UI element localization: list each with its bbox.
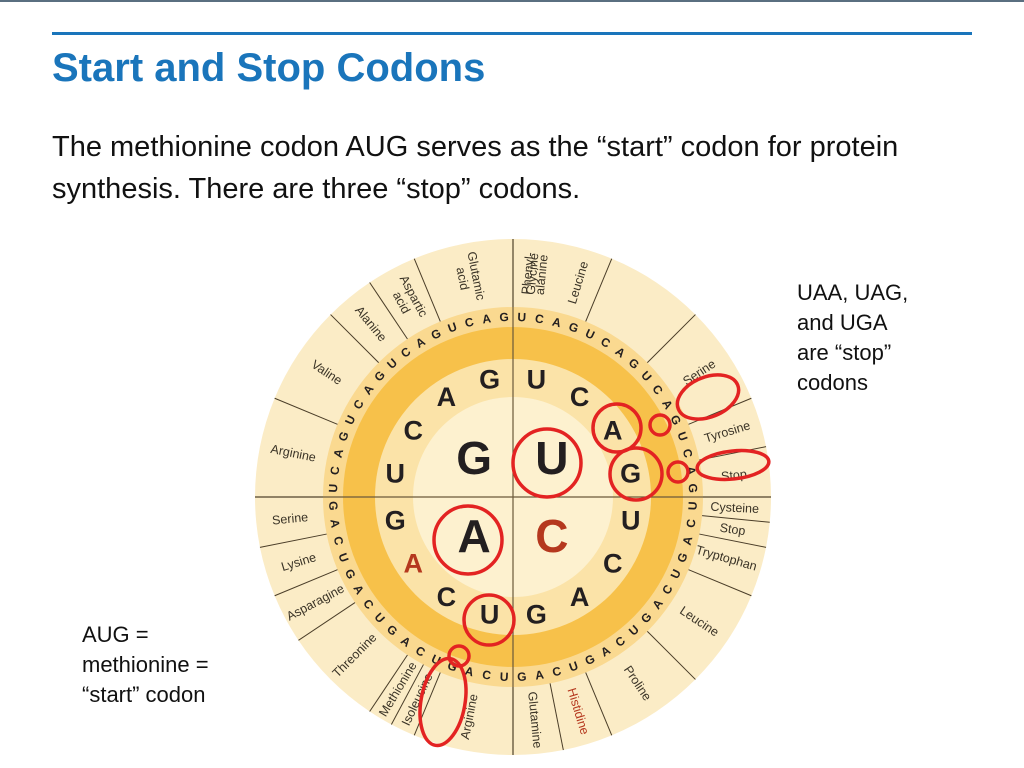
- third-base-letter: A: [680, 535, 696, 547]
- highlight-circles: [418, 373, 771, 748]
- amino-acid-divider: [298, 602, 356, 641]
- third-base-letter: A: [534, 667, 545, 682]
- third-base-letter: C: [331, 535, 347, 547]
- amino-acid-label: Stop: [719, 521, 747, 539]
- second-base-letter: A: [570, 582, 590, 612]
- stop-label-circle: [675, 373, 741, 421]
- second-base-A-circle: [591, 402, 643, 454]
- second-base-U-circle: [462, 593, 516, 647]
- first-base-letter: G: [456, 432, 492, 484]
- first-base-letter: U: [535, 432, 568, 484]
- start-codon-note: AUG = methionine = “start” codon: [82, 622, 209, 707]
- amino-acid-divider: [369, 654, 408, 712]
- third-base-letter: G: [567, 319, 581, 335]
- amino-acid-divider: [549, 683, 564, 751]
- stop-codons-note: UAA, UAG, and UGA are “stop” codons: [797, 280, 909, 395]
- third-base-letter: C: [463, 314, 475, 330]
- amino-acid-divider: [646, 630, 696, 680]
- third-base-letter: A: [683, 465, 698, 476]
- amino-acid-label: Cysteine: [710, 500, 759, 516]
- amino-acid-label: Glycine: [524, 252, 542, 295]
- second-base-letter: A: [403, 549, 423, 579]
- second-base-letter: A: [603, 415, 623, 445]
- amino-acid-divider: [413, 258, 441, 322]
- second-base-letter: G: [620, 459, 641, 489]
- third-base-letter: C: [551, 664, 563, 680]
- third-base-letter: G: [335, 430, 351, 444]
- third-base-G-circle: [648, 413, 672, 437]
- third-base-letter: A: [463, 664, 475, 680]
- top-border: [0, 0, 1024, 2]
- first-base-A-circle: [432, 504, 504, 576]
- amino-acid-divider: [585, 672, 613, 736]
- second-base-letter: U: [527, 364, 547, 394]
- third-base-letter: A: [331, 447, 347, 459]
- third-base-letter: U: [326, 483, 340, 492]
- amino-acid-label: Phenyl-alanine: [519, 252, 551, 297]
- third-base-letter: U: [517, 310, 526, 324]
- title-rule: [52, 32, 972, 35]
- second-base-letter: C: [603, 549, 623, 579]
- third-base-letter: G: [686, 483, 700, 493]
- amino-acid-divider: [585, 258, 613, 322]
- first-base-letter: A: [457, 510, 490, 562]
- second-base-letter: G: [385, 505, 406, 535]
- second-base-letter: U: [480, 600, 500, 630]
- amino-acid-divider: [413, 672, 441, 736]
- amino-acid-divider: [330, 314, 380, 364]
- stop-label-circle: [695, 448, 771, 482]
- third-base-letter: C: [683, 518, 698, 529]
- amino-acid-divider: [702, 515, 770, 523]
- amino-acid-divider: [274, 569, 338, 597]
- third-base-letter: U: [686, 501, 700, 510]
- second-base-letter: C: [403, 415, 423, 445]
- third-base-letter: U: [499, 670, 508, 684]
- third-base-letter: C: [534, 311, 545, 326]
- slide-body-text: The methionine codon AUG serves as the “…: [52, 131, 899, 205]
- third-base-letter: C: [327, 465, 342, 476]
- third-base-letter: A: [327, 518, 342, 529]
- methionine-label-circle: [418, 656, 468, 748]
- second-base-letter: C: [570, 382, 590, 412]
- second-base-letter: G: [526, 600, 547, 630]
- second-base-letter: C: [437, 582, 457, 612]
- second-base-letter: U: [386, 459, 406, 489]
- first-base-U-circle: [511, 427, 583, 499]
- third-base-letter: A: [481, 311, 492, 326]
- second-base-G-circle: [608, 446, 664, 502]
- amino-acid-divider: [699, 533, 767, 548]
- third-base-letter: A: [551, 315, 563, 331]
- amino-acid-divider: [259, 533, 327, 548]
- second-base-letter: G: [479, 364, 500, 394]
- amino-acid-divider: [274, 397, 338, 425]
- third-base-letter: C: [481, 667, 492, 682]
- third-base-letter: C: [680, 447, 696, 459]
- first-base-letter: C: [535, 510, 568, 562]
- amino-acid-divider: [369, 282, 408, 340]
- slide-title: Start and Stop Codons: [52, 46, 486, 90]
- second-base-letter: U: [621, 505, 641, 535]
- third-base-letter: G: [517, 670, 527, 684]
- third-base-letter: G: [326, 501, 340, 511]
- amino-acid-label: Glutamine: [525, 691, 544, 749]
- second-base-letter: A: [437, 382, 457, 412]
- amino-acid-divider: [646, 314, 696, 364]
- amino-acid-label: Serine: [271, 510, 308, 527]
- third-base-letter: G: [499, 310, 509, 324]
- amino-acid-divider: [688, 569, 752, 597]
- amino-acid-divider: [390, 664, 424, 725]
- third-base-A-circle: [666, 460, 690, 484]
- third-base-letter: G: [674, 551, 690, 565]
